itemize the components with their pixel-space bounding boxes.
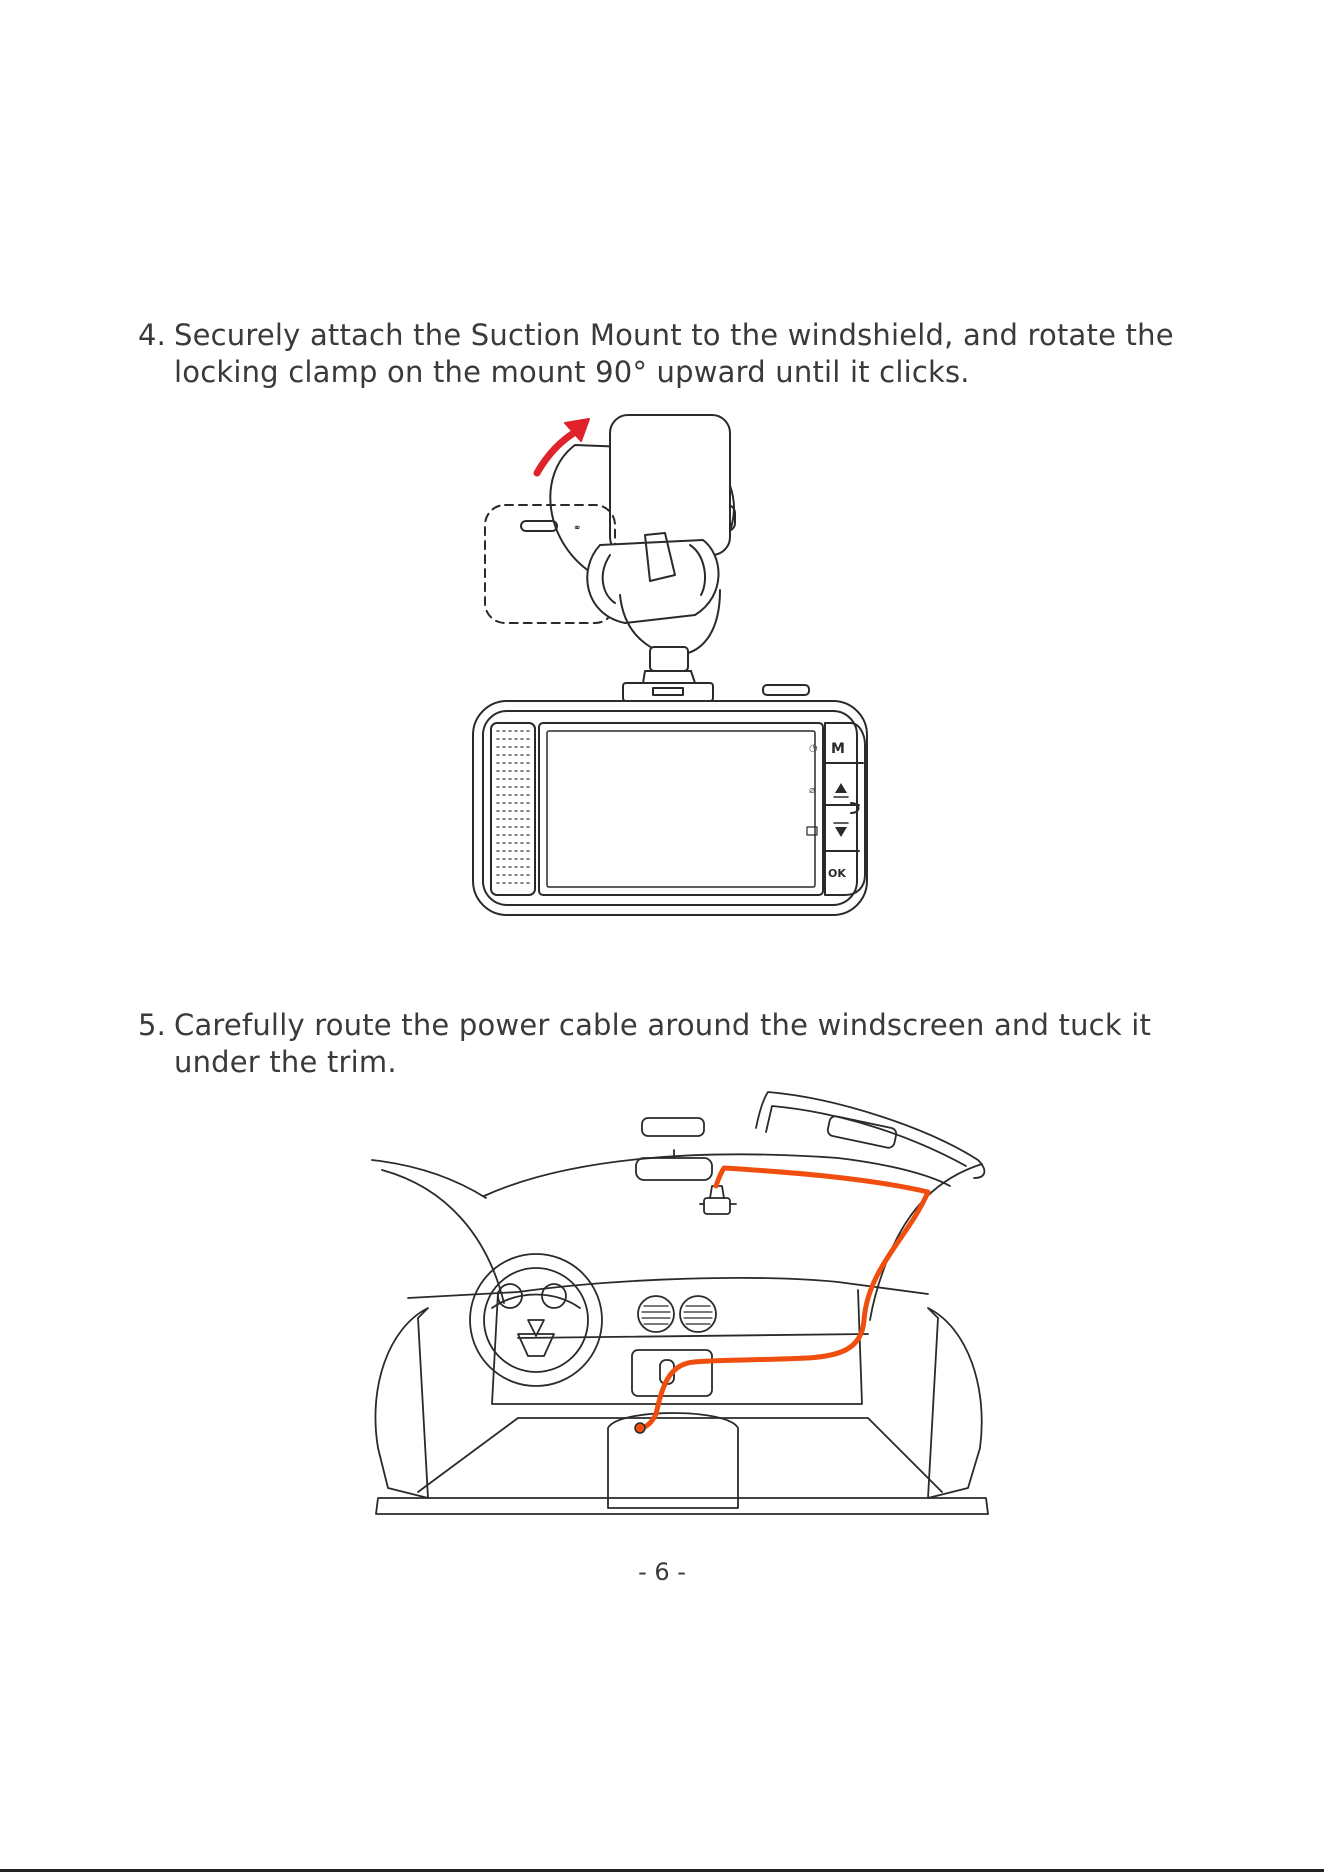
svg-text:◔: ◔ <box>809 743 818 754</box>
step-text: Securely attach the Suction Mount to the… <box>138 317 1208 391</box>
step-number: 4. <box>138 317 166 354</box>
air-vent <box>680 1296 716 1332</box>
down-arrow-icon <box>835 827 847 837</box>
rearview-mirror <box>636 1158 712 1180</box>
step-number: 5. <box>138 1007 166 1044</box>
svg-text:⌀: ⌀ <box>809 785 815 796</box>
step-5: 5. Carefully route the power cable aroun… <box>138 1007 1208 1081</box>
dashcam-body <box>473 701 867 915</box>
speaker-grille <box>491 723 535 895</box>
dashcam-screen <box>539 723 823 895</box>
svg-text:⚭: ⚭ <box>573 523 581 534</box>
step-text: Carefully route the power cable around t… <box>138 1007 1208 1081</box>
dashcam-mounted <box>704 1198 730 1214</box>
air-vent <box>638 1296 674 1332</box>
page-number: - 6 - <box>0 1558 1324 1586</box>
menu-button-label: M <box>831 741 845 757</box>
dashcam-mount-illustration: ⚭ ◔ ⌀ <box>465 405 875 925</box>
ok-button-label: OK <box>828 867 846 880</box>
car-interior-illustration <box>368 1088 996 1518</box>
step-4: 4. Securely attach the Suction Mount to … <box>138 317 1208 391</box>
up-arrow-icon <box>835 783 847 793</box>
power-cable-route <box>642 1168 928 1428</box>
locking-clamp <box>610 415 730 555</box>
